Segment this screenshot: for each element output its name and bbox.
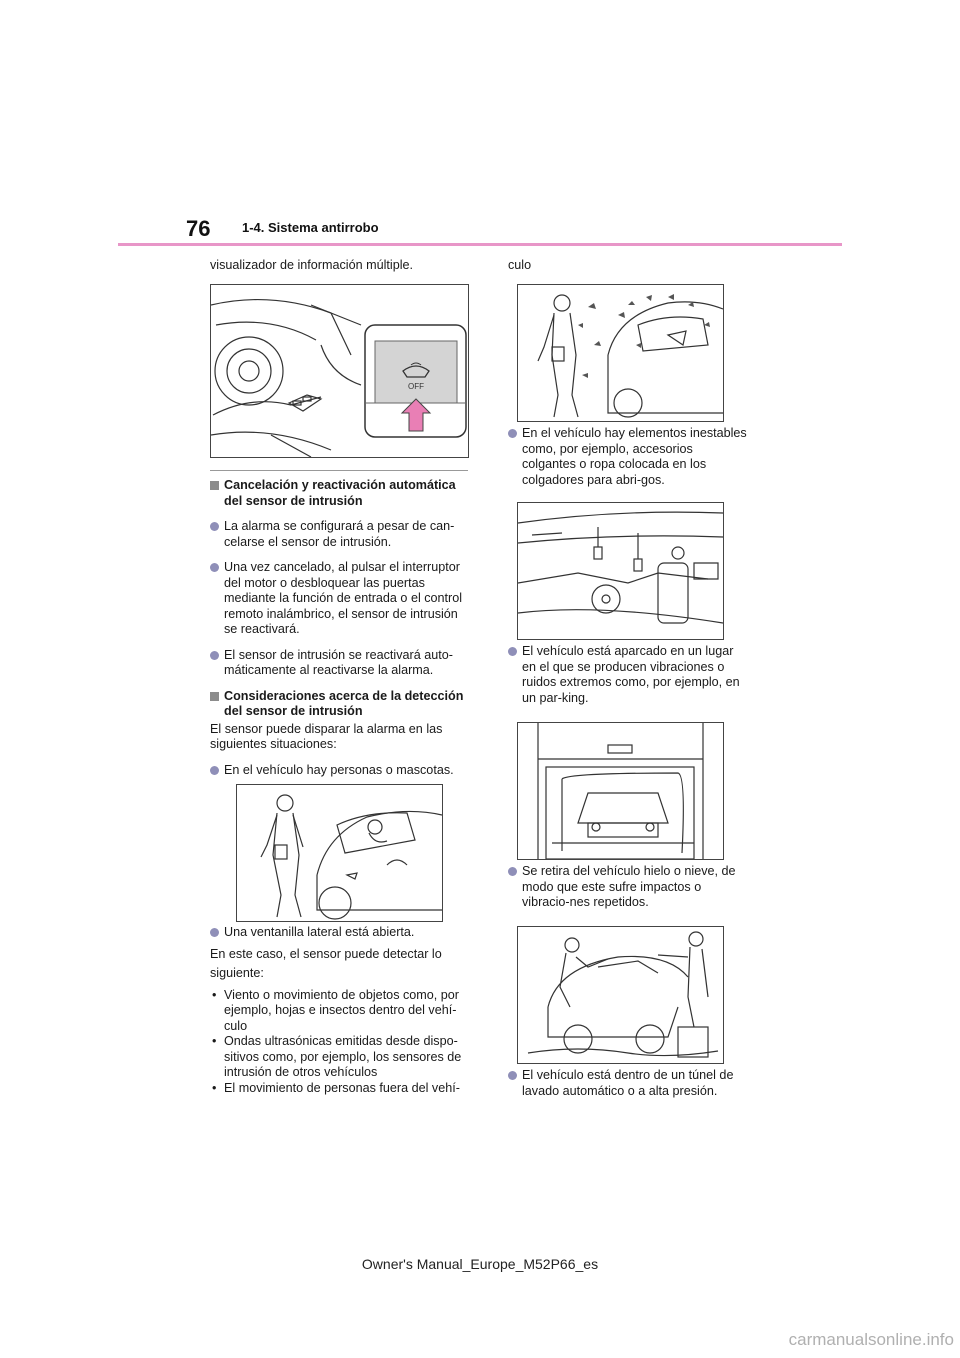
sub-list-item: • Ondas ultrasónicas emitidas desde disp… [212,1034,462,1079]
intro-text: visualizador de información múltiple. [210,258,413,272]
bullet-icon [508,1071,517,1080]
bullet-icon [210,522,219,531]
continued-text: culo [508,258,532,272]
bullet-icon [508,867,517,876]
heading-consideraciones: Consideraciones acerca de la detección d… [210,689,468,720]
bullet-icon [508,429,517,438]
heading-cancelacion: Cancelación y reactivación automática de… [210,478,468,509]
left-column: Cancelación y reactivación automática de… [210,478,468,778]
sub-list-item: • Viento o movimiento de objetos como, p… [212,987,459,1033]
list-item: La alarma se configurará a pesar de can-… [210,519,468,550]
section-title: 1-4. Sistema antirrobo [242,220,379,235]
right-column-b3: Se retira del vehículo hielo o nieve, de… [508,864,748,911]
list-item: El sensor de intrusión se reactivará aut… [210,648,468,679]
watermark: carmanualsonline.info [788,1330,954,1349]
page-number: 76 [186,216,211,241]
right-column-b4: El vehículo está dentro de un túnel de l… [508,1068,748,1099]
section-divider [210,470,468,471]
paragraph: En este caso, el sensor puede detectar l… [210,946,442,961]
list-item: Una vez cancelado, al pulsar el interrup… [210,560,468,638]
list-item: En el vehículo hay personas o mascotas. [210,763,468,779]
paragraph: El sensor puede disparar la alarma en la… [210,721,443,752]
list-item: Se retira del vehículo hielo o nieve, de… [508,864,748,911]
sub-list-item: • El movimiento de personas fuera del ve… [212,1080,460,1095]
figure-parking-vibration [517,722,724,860]
bullet-icon [210,563,219,572]
paragraph: siguiente: [210,966,264,980]
figure-snow-removal [517,926,724,1064]
figure-dashboard-switch: OFF [210,284,469,458]
right-column-b1: En el vehículo hay elementos inestables … [508,426,748,488]
bullet-icon [210,650,219,660]
figure-person-and-pet [236,784,443,922]
bullet-icon [210,928,219,937]
header-rule [118,243,842,246]
list-item: En el vehículo hay elementos inestables … [508,426,748,488]
footer-text: Owner's Manual_Europe_M52P66_es [361,1256,599,1272]
right-column-b2: El vehículo está aparcado en un lugar en… [508,644,748,706]
left-column-lower: Una ventanilla lateral está abierta. En … [210,925,468,1096]
figure-leaves-wind [517,284,724,422]
pink-arrow-icon [400,398,432,432]
bullet-icon [210,765,219,775]
square-bullet-icon [210,691,219,701]
list-item: Una ventanilla lateral está abierta. [210,925,468,941]
list-item: El vehículo está dentro de un túnel de l… [508,1068,748,1099]
list-item: El vehículo está aparcado en un lugar en… [508,644,748,706]
figure-hanging-accessories [517,502,724,640]
off-icon-label: OFF [408,382,424,391]
bullet-icon [508,647,517,656]
square-bullet-icon [210,481,219,490]
